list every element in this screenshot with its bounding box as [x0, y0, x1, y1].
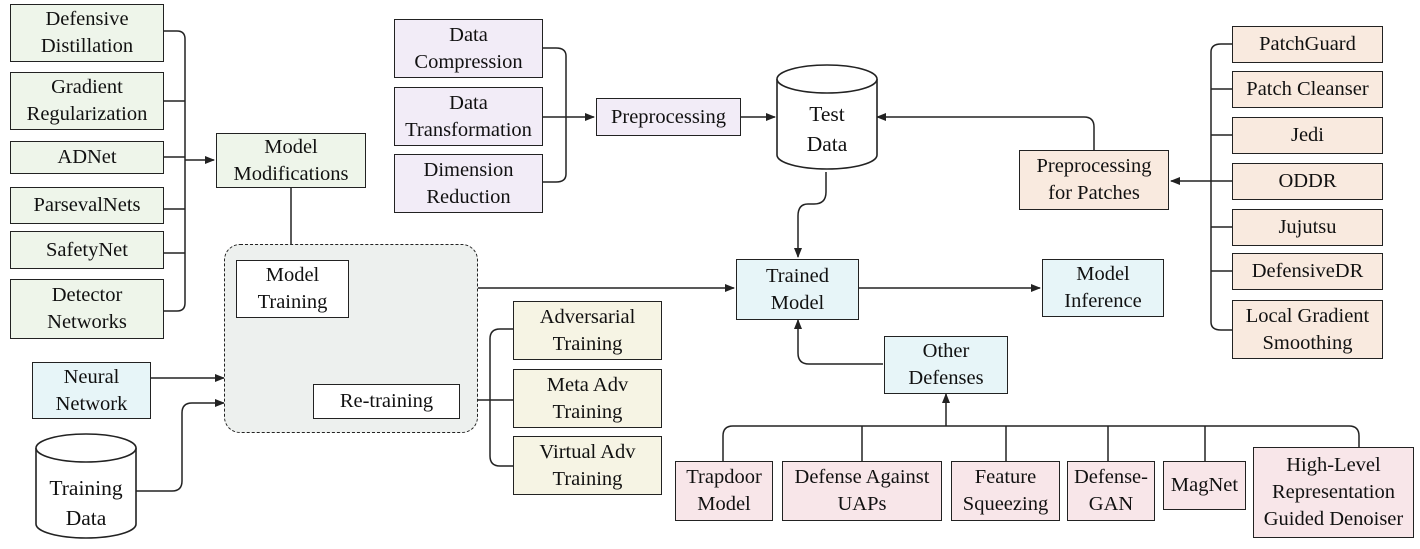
method-data-transformation: Data Transformation: [394, 87, 543, 146]
method-safetynet: SafetyNet: [10, 231, 164, 269]
method-trapdoor-model: Trapdoor Model: [675, 461, 773, 521]
method-jujutsu: Jujutsu: [1232, 209, 1383, 246]
model-modifications-box: Model Modifications: [216, 133, 366, 188]
method-parsevalnets: ParsevalNets: [10, 187, 164, 224]
method-defense-against-uaps: Defense Against UAPs: [782, 461, 942, 521]
training-data-cylinder: [35, 433, 137, 539]
method-jedi: Jedi: [1232, 117, 1383, 154]
method-adnet: ADNet: [10, 141, 164, 174]
method-feature-squeezing: Feature Squeezing: [951, 461, 1060, 521]
retraining-box: Re-training: [313, 384, 460, 419]
method-dimension-reduction: Dimension Reduction: [394, 154, 543, 213]
method-defense-gan: Defense- GAN: [1067, 461, 1155, 521]
method-high-level-representation-guided-denoiser: High-Level Representation Guided Denoise…: [1253, 447, 1414, 538]
method-oddr: ODDR: [1232, 163, 1383, 200]
preprocessing-box: Preprocessing: [596, 98, 741, 136]
model-inference-box: Model Inference: [1042, 259, 1164, 317]
method-meta-adv-training: Meta Adv Training: [513, 369, 662, 428]
method-adversarial-training: Adversarial Training: [513, 301, 662, 360]
test-data-cylinder: [776, 64, 878, 170]
method-local-gradient-smoothing: Local Gradient Smoothing: [1232, 300, 1383, 359]
method-magnet: MagNet: [1163, 461, 1246, 510]
method-defensive-distillation: Defensive Distillation: [10, 4, 164, 62]
method-patch-cleanser: Patch Cleanser: [1232, 71, 1383, 108]
method-detector-networks: Detector Networks: [10, 279, 164, 339]
other-defenses-box: Other Defenses: [884, 336, 1008, 394]
method-patchguard: PatchGuard: [1232, 26, 1383, 63]
method-data-compression: Data Compression: [394, 19, 543, 78]
neural-network-box: Neural Network: [32, 362, 151, 419]
method-virtual-adv-training: Virtual Adv Training: [513, 436, 662, 495]
test-data-label: Test Data: [806, 102, 848, 156]
trained-model-box: Trained Model: [736, 259, 859, 320]
patch-preprocessing-box: Preprocessing for Patches: [1019, 150, 1169, 210]
training-data-label: Training Data: [49, 476, 123, 530]
method-gradient-regularization: Gradient Regularization: [10, 72, 164, 130]
method-defensivedr: DefensiveDR: [1232, 253, 1383, 290]
model-training-box: Model Training: [236, 260, 349, 318]
